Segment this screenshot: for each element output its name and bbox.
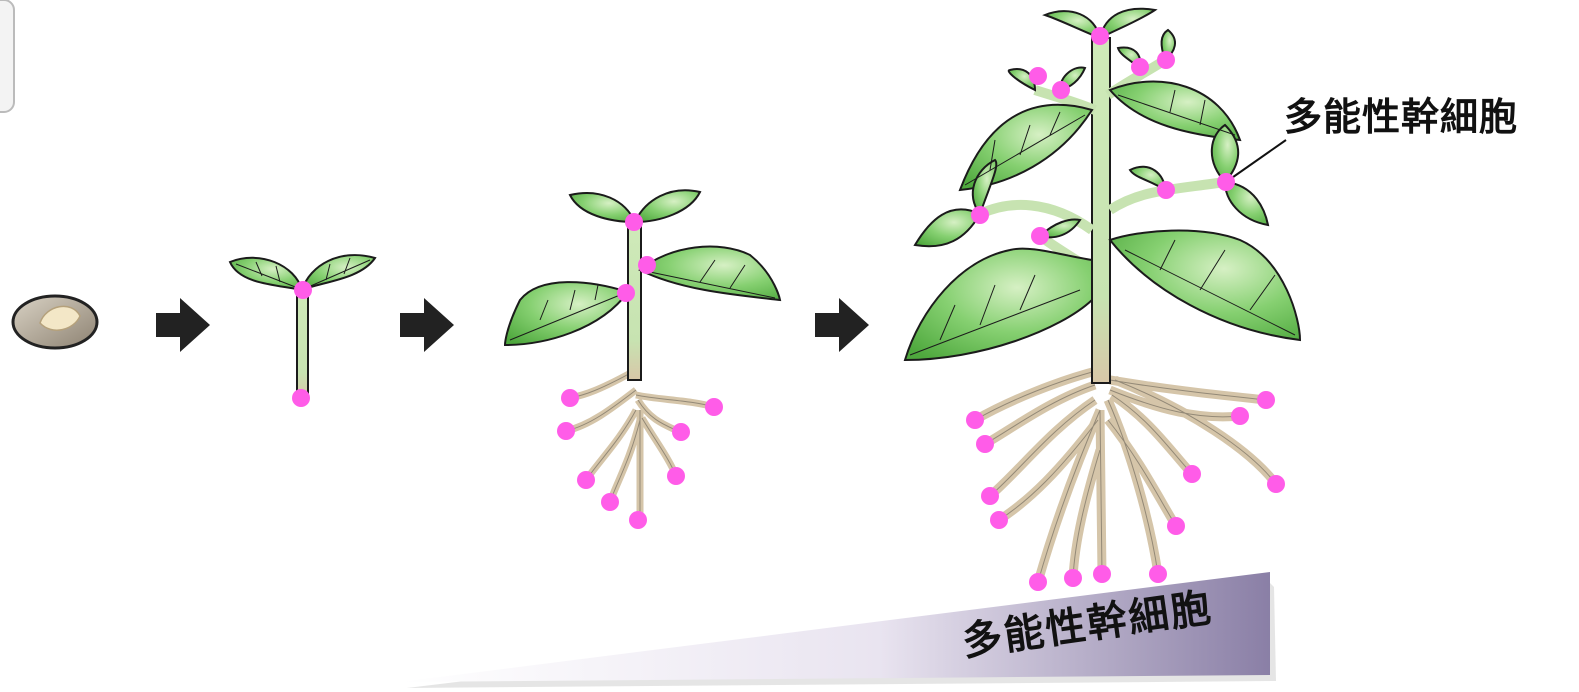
stem-cell-dot [561,389,579,407]
stem-cell-dot [705,398,723,416]
stem-cell-dot [966,411,984,429]
stem-cell-dot [667,467,685,485]
cropped-frame [0,0,14,112]
stem-cell-dot [976,435,994,453]
stem-cell-dot [1064,569,1082,587]
stem-cell-dot [1091,27,1109,45]
stem-cell-dot [1267,475,1285,493]
stem-cell-dot [577,471,595,489]
stem-cell-dot [1029,67,1047,85]
stem-cell-dot [1217,173,1235,191]
stem-cell-dot [1131,58,1149,76]
stem-cell-dot [990,511,1008,529]
stem-cell-dot [617,284,635,302]
stem-cell-dot [1031,227,1049,245]
stem-cell-dot [1183,465,1201,483]
stem-cell-dot [292,389,310,407]
stem-cell-dot [629,511,647,529]
stem-cell-dot [1029,573,1047,591]
arrow-right-icon [815,298,869,352]
callout-label: 多能性幹細胞 [1284,86,1518,141]
stem-cell-dot [1257,391,1275,409]
stem-cell-dot [1157,51,1175,69]
stem-cell-dot [601,493,619,511]
stem-cell-dot [672,423,690,441]
stem-cell-dot [1231,407,1249,425]
stem-cell-dot [1157,181,1175,199]
stem-cell-dot [1167,517,1185,535]
young-plant [505,190,780,520]
mature-plant [905,9,1300,582]
stem-cell-dot [971,206,989,224]
arrow-right-icon [400,298,454,352]
stem-cell-dot [1093,565,1111,583]
stem-cell-dot [557,422,575,440]
stem-cell-dot [625,213,643,231]
arrow-right-icon [156,298,210,352]
stem-cell-dot [981,487,999,505]
stem-cell-dot [294,281,312,299]
stem-cell-dot [1052,81,1070,99]
seed-icon [13,296,97,348]
stem-cell-dot [638,256,656,274]
sprout-plant [230,255,375,400]
